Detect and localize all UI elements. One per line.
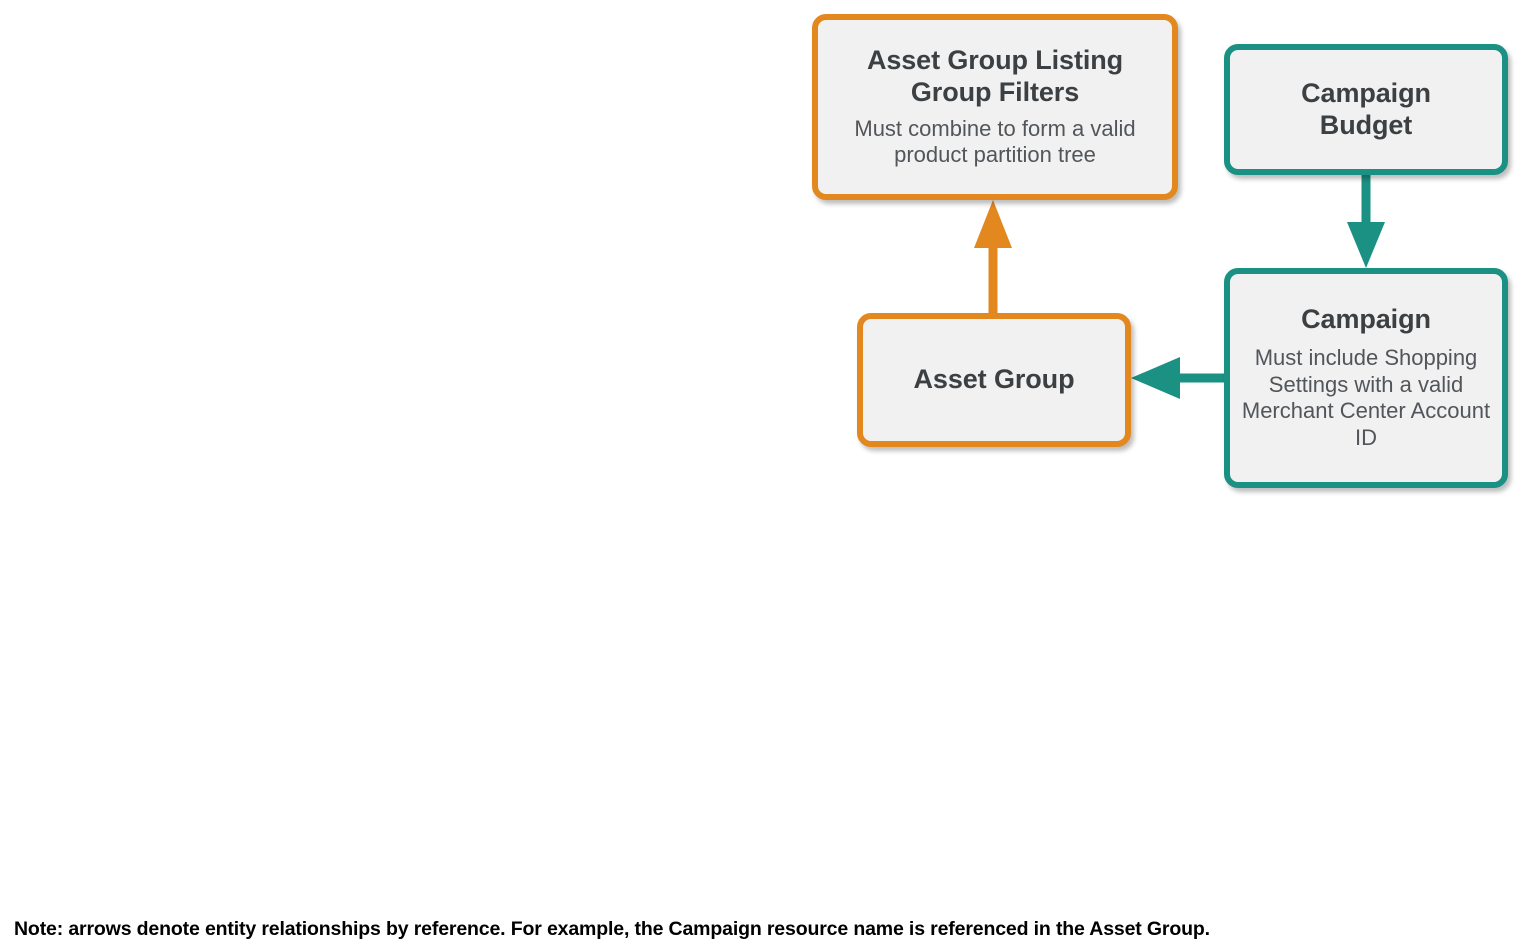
- node-title-line-2: Budget: [1319, 109, 1413, 140]
- node-title-line-2: Group Filters: [910, 76, 1080, 107]
- edge-campaign-to-asset-group: [1131, 357, 1224, 399]
- node-title: Asset Group: [913, 364, 1075, 395]
- node-title: Campaign: [1301, 303, 1431, 334]
- node-campaign[interactable]: Campaign Must include Shopping Settings …: [1224, 268, 1508, 488]
- node-asset-group[interactable]: Asset Group: [857, 313, 1131, 447]
- edge-campaign-budget-to-campaign: [1347, 175, 1385, 268]
- diagram-footer-note: Note: arrows denote entity relationships…: [14, 918, 1210, 940]
- arrowhead-left-teal: [1131, 357, 1180, 399]
- edge-asset-group-to-listing-group-filters: [974, 200, 1012, 313]
- node-subtitle: Must combine to form a valid product par…: [854, 115, 1136, 168]
- node-title-line-1: Asset Group Listing: [866, 44, 1124, 75]
- node-title-line-1: Campaign: [1301, 77, 1431, 108]
- arrowhead-up-orange: [974, 200, 1012, 248]
- node-subtitle: Must include Shopping Settings with a va…: [1241, 344, 1491, 451]
- arrowhead-down-teal: [1347, 222, 1385, 268]
